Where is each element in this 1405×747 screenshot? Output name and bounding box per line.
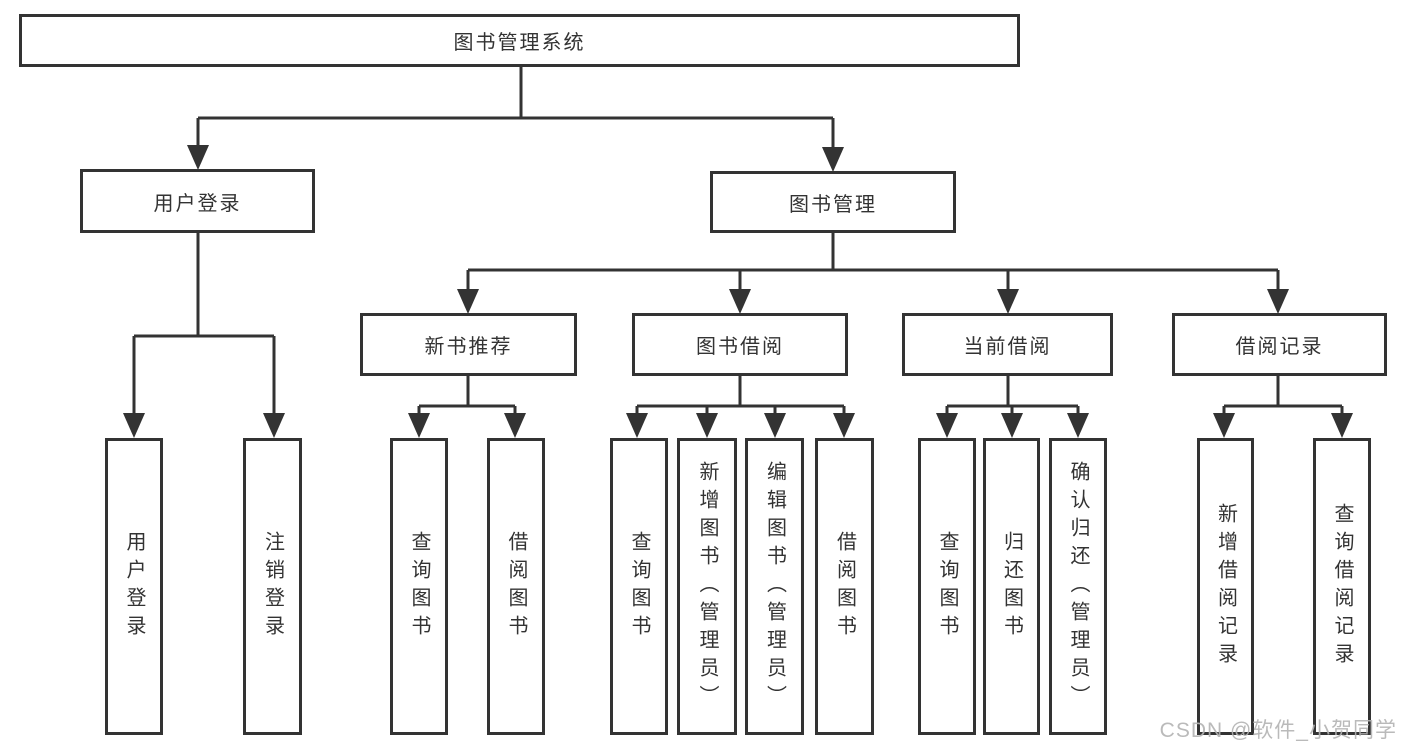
node-book-management-label: 图书管理 — [789, 193, 877, 216]
node-current-borrowing-label: 当前借阅 — [963, 336, 1052, 358]
node-book-management: 图书管理 — [710, 171, 956, 233]
leaf-borrow-books: 借阅图书 — [815, 438, 874, 735]
leaf-logout-label: 注销登录 — [261, 530, 284, 643]
leaf-user-login: 用户登录 — [105, 438, 163, 735]
leaf-add-book-admin-label: 新增图书（管理员） — [696, 460, 718, 713]
leaf-recommend-query-books: 查询图书 — [390, 438, 448, 735]
node-book-borrowing: 图书借阅 — [632, 313, 848, 376]
leaf-add-borrow-record: 新增借阅记录 — [1197, 438, 1254, 735]
leaf-borrowing-query-books: 查询图书 — [610, 438, 668, 735]
leaf-add-borrow-record-label: 新增借阅记录 — [1214, 502, 1237, 671]
node-new-book-recommend-label: 新书推荐 — [424, 336, 513, 358]
node-root: 图书管理系统 — [19, 14, 1020, 67]
leaf-current-query-books: 查询图书 — [918, 438, 976, 735]
leaf-query-borrow-record-label: 查询借阅记录 — [1331, 502, 1353, 671]
leaf-edit-book-admin-label: 编辑图书（管理员） — [763, 460, 786, 713]
leaf-confirm-return-admin: 确认归还（管理员） — [1049, 438, 1107, 735]
node-borrowing-records-label: 借阅记录 — [1235, 336, 1324, 358]
leaf-query-borrow-record: 查询借阅记录 — [1313, 438, 1371, 735]
leaf-borrowing-query-books-label: 查询图书 — [628, 530, 650, 643]
leaf-return-books-label: 归还图书 — [1000, 530, 1023, 643]
node-book-borrowing-label: 图书借阅 — [696, 336, 784, 358]
leaf-add-book-admin: 新增图书（管理员） — [677, 438, 737, 735]
leaf-logout: 注销登录 — [243, 438, 302, 735]
node-borrowing-records: 借阅记录 — [1172, 313, 1387, 376]
leaf-confirm-return-admin-label: 确认归还（管理员） — [1067, 460, 1089, 713]
leaf-user-login-label: 用户登录 — [123, 530, 145, 643]
arrowheads — [123, 145, 1353, 438]
leaf-recommend-query-books-label: 查询图书 — [408, 530, 430, 643]
leaf-borrow-books-label: 借阅图书 — [833, 530, 856, 643]
leaf-edit-book-admin: 编辑图书（管理员） — [745, 438, 804, 735]
node-user-login-label: 用户登录 — [153, 192, 242, 215]
node-root-label: 图书管理系统 — [453, 32, 586, 54]
node-user-login: 用户登录 — [80, 169, 315, 233]
node-current-borrowing: 当前借阅 — [902, 313, 1113, 376]
leaf-recommend-borrow-books: 借阅图书 — [487, 438, 545, 735]
leaf-current-query-books-label: 查询图书 — [936, 530, 958, 643]
leaf-return-books: 归还图书 — [983, 438, 1040, 735]
node-new-book-recommend: 新书推荐 — [360, 313, 577, 376]
leaf-recommend-borrow-books-label: 借阅图书 — [505, 530, 527, 643]
